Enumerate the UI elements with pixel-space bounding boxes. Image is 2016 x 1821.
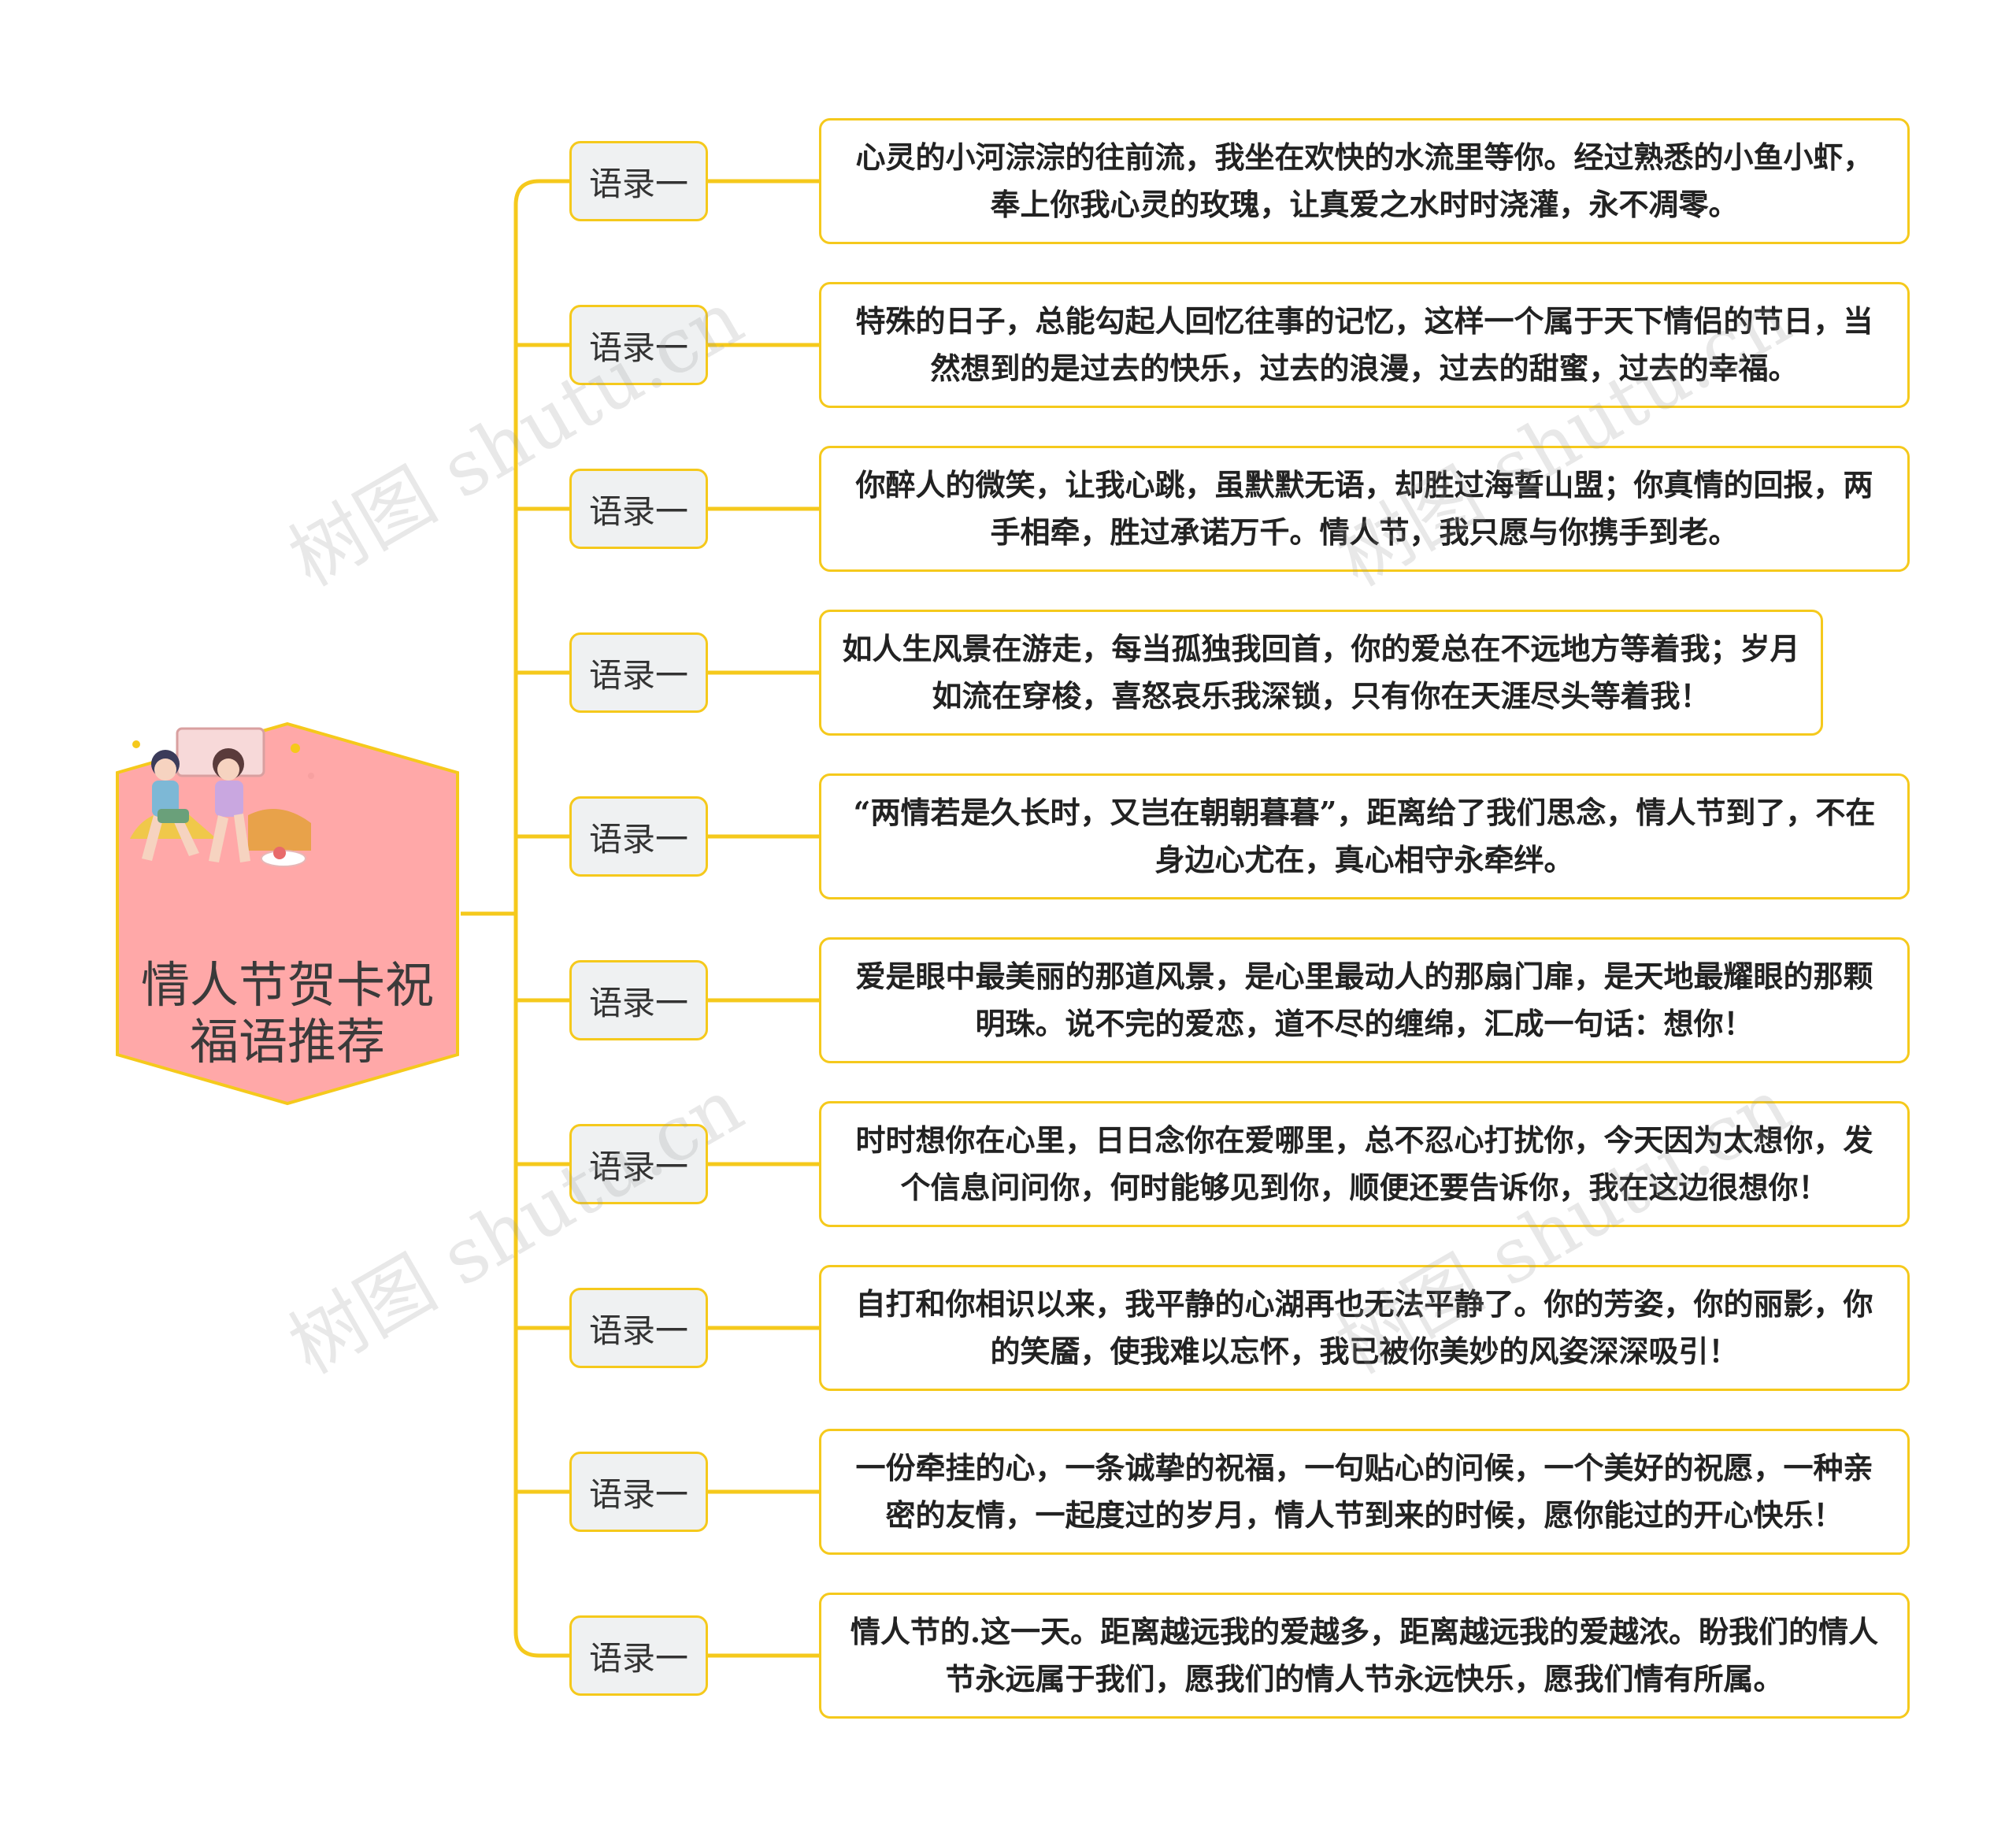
branch-label[interactable]: 语录一 bbox=[569, 960, 708, 1040]
root-title: 情人节贺卡祝福语推荐 bbox=[140, 956, 434, 1070]
branch-text[interactable]: 一份牵挂的心，一条诚挚的祝福，一句贴心的问候，一个美好的祝愿，一种亲密的友情，一… bbox=[819, 1429, 1910, 1555]
branch-connector bbox=[513, 1631, 569, 1658]
branch-text[interactable]: 爱是眼中最美丽的那道风景，是心里最动人的那扇门扉，是天地最耀眼的那颗明珠。说不完… bbox=[819, 937, 1910, 1063]
branch-label[interactable]: 语录一 bbox=[569, 796, 708, 877]
root-hexagon bbox=[116, 721, 459, 1106]
branch-text[interactable]: 心灵的小河淙淙的往前流，我坐在欢快的水流里等你。经过熟悉的小鱼小虾，奉上你我心灵… bbox=[819, 118, 1910, 244]
branch-text[interactable]: 自打和你相识以来，我平静的心湖再也无法平静了。你的芳姿，你的丽影，你的笑靥，使我… bbox=[819, 1265, 1910, 1391]
branch-label[interactable]: 语录一 bbox=[569, 141, 708, 221]
branch-label[interactable]: 语录一 bbox=[569, 632, 708, 713]
branch-label[interactable]: 语录一 bbox=[569, 1452, 708, 1532]
branch-label[interactable]: 语录一 bbox=[569, 1124, 708, 1204]
couple-illustration-icon bbox=[130, 727, 314, 867]
branch-text[interactable]: 情人节的.这一天。距离越远我的爱越多，距离越远我的爱越浓。盼我们的情人节永远属于… bbox=[819, 1593, 1910, 1719]
branch-text[interactable]: 如人生风景在游走，每当孤独我回首，你的爱总在不远地方等着我；岁月如流在穿梭，喜怒… bbox=[819, 610, 1823, 736]
branch-text[interactable]: 特殊的日子，总能勾起人回忆往事的记忆，这样一个属于天下情侣的节日，当然想到的是过… bbox=[819, 282, 1910, 408]
branch-label[interactable]: 语录一 bbox=[569, 1615, 708, 1696]
branch-text[interactable]: 你醉人的微笑，让我心跳，虽默默无语，却胜过海誓山盟；你真情的回报，两手相牵，胜过… bbox=[819, 446, 1910, 572]
branch-label[interactable]: 语录一 bbox=[569, 305, 708, 385]
root-topic[interactable]: 情人节贺卡祝福语推荐 bbox=[114, 721, 461, 1107]
branch-text[interactable]: “两情若是久长时，又岂在朝朝暮暮”，距离给了我们思念，情人节到了，不在身边心尤在… bbox=[819, 773, 1910, 899]
branch-text[interactable]: 时时想你在心里，日日念你在爱哪里，总不忍心打扰你，今天因为太想你，发个信息问问你… bbox=[819, 1101, 1910, 1227]
branch-connector bbox=[513, 179, 569, 206]
branch-label[interactable]: 语录一 bbox=[569, 469, 708, 549]
branch-label[interactable]: 语录一 bbox=[569, 1288, 708, 1368]
